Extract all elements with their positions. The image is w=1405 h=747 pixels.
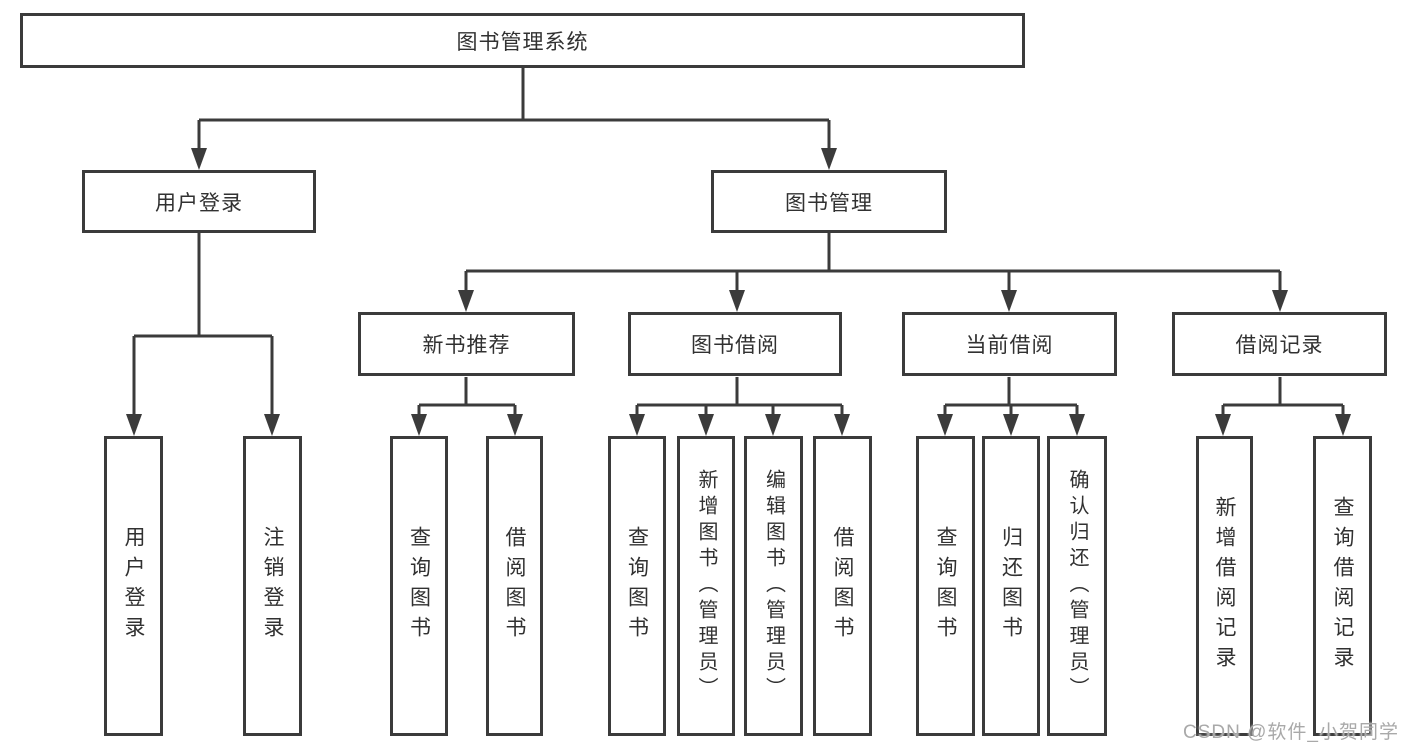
- node-root-system: 图书管理系统: [20, 13, 1025, 68]
- node-user-login: 用户登录: [82, 170, 316, 233]
- node-user-login-label: 用户登录: [155, 191, 243, 215]
- leaf-query-book-recommend: 查询图书: [390, 436, 448, 736]
- leaf-add-book-admin-label: 新增图书（管理员）: [695, 469, 717, 703]
- leaf-add-borrow-record: 新增借阅记录: [1196, 436, 1253, 736]
- leaf-borrow-book-recommend: 借阅图书: [486, 436, 543, 736]
- leaf-borrow-book-recommend-label: 借阅图书: [503, 526, 526, 646]
- leaf-confirm-return-admin-label: 确认归还（管理员）: [1066, 469, 1088, 703]
- leaf-query-borrow-record: 查询借阅记录: [1313, 436, 1372, 736]
- leaf-logout: 注销登录: [243, 436, 302, 736]
- node-book-management: 图书管理: [711, 170, 947, 233]
- leaf-query-book-current-label: 查询图书: [934, 526, 957, 646]
- leaf-user-login: 用户登录: [104, 436, 163, 736]
- leaf-query-borrow-record-label: 查询借阅记录: [1331, 496, 1354, 676]
- node-borrow-record: 借阅记录: [1172, 312, 1387, 376]
- leaf-query-book-current: 查询图书: [916, 436, 975, 736]
- node-borrow-record-label: 借阅记录: [1235, 334, 1324, 357]
- node-new-book-recommend: 新书推荐: [358, 312, 575, 376]
- node-current-borrow: 当前借阅: [902, 312, 1117, 376]
- leaf-edit-book-admin: 编辑图书（管理员）: [744, 436, 803, 736]
- leaf-borrow-book-label: 借阅图书: [831, 526, 854, 646]
- leaf-query-book-borrow: 查询图书: [608, 436, 666, 736]
- arrowheads: [126, 148, 1351, 436]
- csdn-watermark: CSDN @软件_小贺同学: [1183, 722, 1399, 743]
- leaf-borrow-book: 借阅图书: [813, 436, 872, 736]
- leaf-logout-label: 注销登录: [261, 526, 284, 646]
- leaf-edit-book-admin-label: 编辑图书（管理员）: [762, 469, 785, 703]
- node-book-management-label: 图书管理: [785, 191, 873, 215]
- leaf-return-book: 归还图书: [982, 436, 1040, 736]
- leaf-user-login-label: 用户登录: [122, 526, 145, 646]
- node-current-borrow-label: 当前借阅: [965, 334, 1054, 357]
- leaf-return-book-label: 归还图书: [999, 526, 1023, 646]
- leaf-query-book-borrow-label: 查询图书: [625, 526, 649, 646]
- leaf-add-borrow-record-label: 新增借阅记录: [1213, 496, 1236, 676]
- leaf-query-book-recommend-label: 查询图书: [407, 526, 431, 646]
- node-root-label: 图书管理系统: [456, 30, 589, 54]
- node-new-book-recommend-label: 新书推荐: [422, 334, 511, 357]
- node-book-borrow-label: 图书借阅: [691, 334, 779, 357]
- leaf-confirm-return-admin: 确认归还（管理员）: [1047, 436, 1107, 736]
- leaf-add-book-admin: 新增图书（管理员）: [677, 436, 735, 736]
- node-book-borrow: 图书借阅: [628, 312, 842, 376]
